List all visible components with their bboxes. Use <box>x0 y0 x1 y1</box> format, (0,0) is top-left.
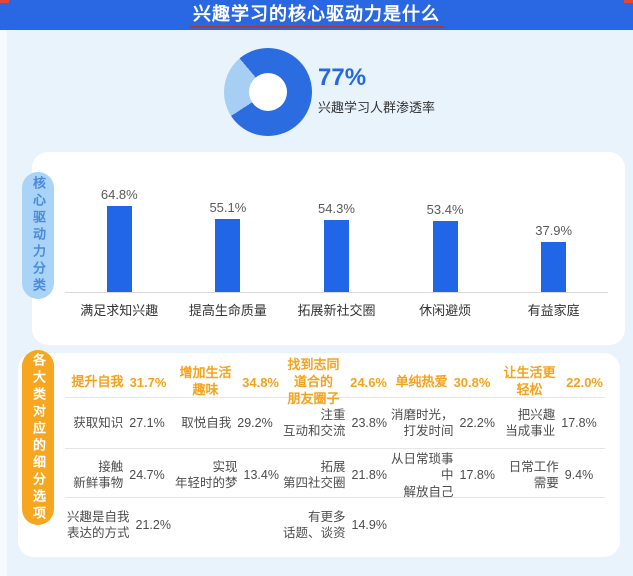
kpi-label: 兴趣学习人群渗透率 <box>318 100 436 115</box>
table-cell <box>497 498 605 552</box>
table-header-cell: 单纯热爱 30.8% <box>389 355 497 410</box>
cell-value: 30.8% <box>453 374 491 390</box>
section-pill-core-drivers-label: 核心驱动力分类 <box>31 176 46 295</box>
bar-value-label: 53.4% <box>426 202 464 217</box>
table-cell: 消磨时光， 打发时间 22.2% <box>389 398 497 448</box>
table-cell: 接触 新鲜事物 24.7% <box>65 449 173 502</box>
bar-column: 64.8% <box>65 187 174 292</box>
table-header-cell: 让生活更轻松 22.0% <box>497 355 605 410</box>
cell-value: 34.8% <box>242 374 279 390</box>
cell-label: 从日常琐事中 解放自己 <box>391 452 454 499</box>
table-cell <box>173 498 281 552</box>
bar <box>106 205 132 292</box>
bar-category-label: 提高生命质量 <box>188 303 267 318</box>
page-left-margin <box>0 30 7 576</box>
cell-label: 获取知识 <box>73 415 124 430</box>
table-header-row: 提升自我 31.7% 增加生活趣味 34.8% 找到志同道合的 朋友圈子 24.6% 单纯热… <box>65 355 605 406</box>
cell-label: 兴趣是自我 表达的方式 <box>67 509 130 540</box>
table-cell: 把兴趣 当成事业 17.8% <box>497 398 605 448</box>
bar-category-label: 休闲避烦 <box>419 303 472 318</box>
cell-value: 22.2% <box>459 416 495 430</box>
donut-hole <box>249 73 287 111</box>
driver-bar-chart-card: 64.8% 55.1% 54.3% 53.4% 37.9% 满足求知兴趣 提高生命质量 拓展… <box>32 152 625 345</box>
page-header: 兴趣学习的核心驱动力是什么 <box>0 0 633 30</box>
section-pill-subcategories-label: 各大类对应的细分选项 <box>31 352 46 523</box>
cell-value: 21.8% <box>351 468 387 483</box>
corner-accent-right <box>624 0 633 3</box>
cell-label: 接触 新鲜事物 <box>73 460 124 491</box>
cell-label: 有更多 话题、谈资 <box>283 509 346 540</box>
table-cell: 获取知识 27.1% <box>65 398 173 448</box>
bar <box>215 218 241 292</box>
bar-value-label: 54.3% <box>318 200 355 216</box>
penetration-donut-chart <box>224 48 312 136</box>
cell-value: 24.7% <box>129 468 165 483</box>
bar-category-labels: 满足求知兴趣 提高生命质量 拓展新社交圈 休闲避烦 有益家庭 <box>65 300 608 319</box>
page-title: 兴趣学习的核心驱动力是什么 <box>189 3 444 28</box>
table-cell: 从日常琐事中 解放自己 17.8% <box>389 449 497 502</box>
bar-category-label: 拓展新社交圈 <box>297 303 376 318</box>
cell-label: 日常工作 需要 <box>508 460 559 491</box>
cell-value: 13.4% <box>243 468 279 483</box>
bar-column: 55.1% <box>174 200 283 292</box>
table-header-cell: 找到志同道合的 朋友圈子 24.6% <box>281 355 389 410</box>
cell-value: 21.2% <box>135 518 171 532</box>
table-row: 兴趣是自我 表达的方式 21.2% 有更多 话题、谈资 14.9% <box>65 498 605 552</box>
cell-label: 消磨时光， 打发时间 <box>391 407 454 438</box>
cell-value: 27.1% <box>129 416 165 430</box>
table-cell: 兴趣是自我 表达的方式 21.2% <box>65 498 173 552</box>
bar-value-label: 37.9% <box>535 222 573 238</box>
table-header-cell: 提升自我 31.7% <box>65 355 173 410</box>
cell-label: 注重 互动和交流 <box>283 407 346 438</box>
bar-category-label: 满足求知兴趣 <box>80 303 159 318</box>
table-cell: 日常工作 需要 9.4% <box>497 449 605 502</box>
cell-value: 17.8% <box>459 468 495 483</box>
bar-column: 54.3% <box>282 201 391 292</box>
cell-value: 22.0% <box>566 374 603 390</box>
cell-label: 拓展 第四社交圈 <box>283 460 346 491</box>
bar-column: 37.9% <box>499 223 608 292</box>
bar <box>323 219 349 292</box>
cell-label: 让生活更轻松 <box>503 365 556 398</box>
section-pill-core-drivers: 核心驱动力分类 <box>22 172 54 299</box>
cell-value: 9.4% <box>564 468 594 483</box>
cell-label: 单纯热爱 <box>395 373 448 389</box>
table-header-cell: 增加生活趣味 34.8% <box>173 355 281 410</box>
bar-plot-area: 64.8% 55.1% 54.3% 53.4% 37.9% <box>65 152 608 293</box>
table-cell <box>389 498 497 552</box>
cell-value: 17.8% <box>561 416 597 430</box>
table-cell: 实现 年轻时的梦 13.4% <box>173 449 281 502</box>
bar <box>432 221 458 292</box>
cell-label: 找到志同道合的 朋友圈子 <box>287 357 340 406</box>
table-cell: 注重 互动和交流 23.8% <box>281 398 389 448</box>
cell-value: 14.9% <box>351 518 387 532</box>
cell-value: 23.8% <box>351 416 387 430</box>
cell-label: 取悦自我 <box>181 415 232 430</box>
section-pill-subcategories: 各大类对应的细分选项 <box>22 350 54 525</box>
table-cell: 取悦自我 29.2% <box>173 398 281 448</box>
cell-value: 31.7% <box>129 374 167 390</box>
cell-label: 把兴趣 当成事业 <box>505 407 556 438</box>
bar-value-label: 64.8% <box>100 186 138 202</box>
kpi-block: 77% 兴趣学习人群渗透率 <box>318 64 435 116</box>
corner-accent-left <box>0 0 9 3</box>
bar-column: 53.4% <box>391 202 500 292</box>
cell-label: 提升自我 <box>71 373 124 389</box>
driver-bar-chart: 64.8% 55.1% 54.3% 53.4% 37.9% 满足求知兴趣 提高生命质量 拓展… <box>65 152 608 319</box>
cell-value: 24.6% <box>350 374 387 390</box>
bar-value-label: 55.1% <box>209 199 247 215</box>
bar-category-label: 有益家庭 <box>527 303 580 318</box>
bar <box>541 241 567 292</box>
kpi-value: 77% <box>318 64 367 91</box>
table-cell: 拓展 第四社交圈 21.8% <box>281 449 389 502</box>
cell-label: 增加生活趣味 <box>179 365 232 398</box>
table-cell: 有更多 话题、谈资 14.9% <box>281 498 389 552</box>
cell-label: 实现 年轻时的梦 <box>175 460 238 491</box>
cell-value: 29.2% <box>237 416 273 430</box>
